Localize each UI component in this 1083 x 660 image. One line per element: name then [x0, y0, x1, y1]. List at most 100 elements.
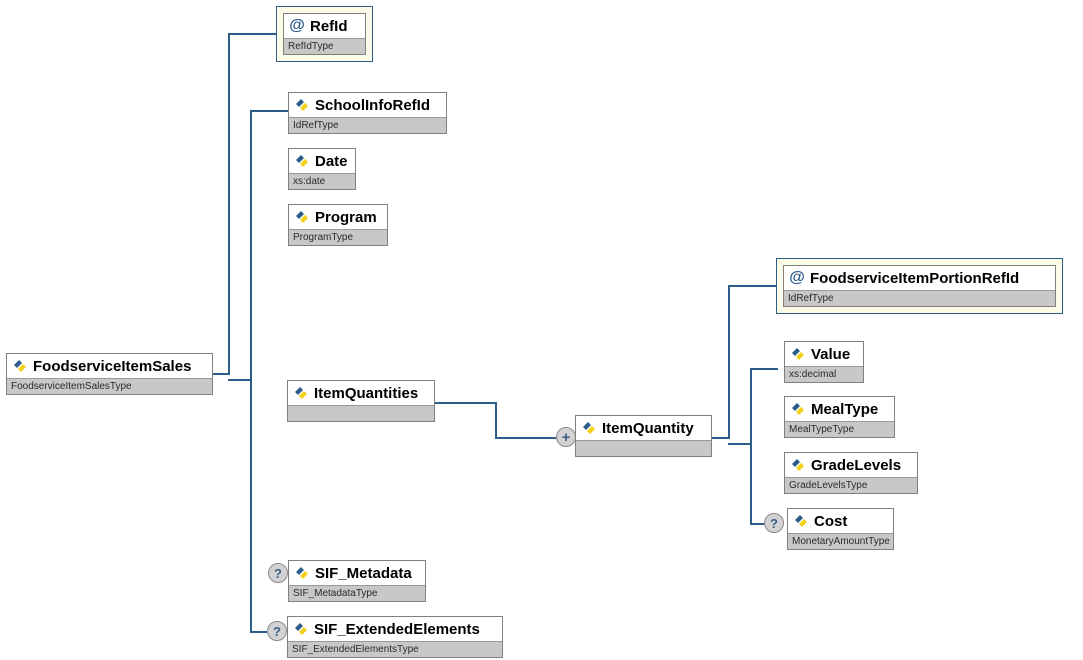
connector-elem-trunk-itemquantity: [750, 368, 752, 525]
connector-itemquantities-out: [435, 402, 497, 404]
node-type-row: [288, 405, 434, 421]
node-type-row: FoodserviceItemSalesType: [7, 378, 212, 394]
node-sif-metadata[interactable]: SIF_Metadata SIF_MetadataType: [288, 560, 426, 602]
node-type: IdRefType: [788, 293, 834, 304]
node-type: RefIdType: [288, 41, 334, 52]
at-icon: @: [289, 17, 305, 34]
node-name: ItemQuantity: [602, 419, 694, 437]
node-itemquantity[interactable]: ItemQuantity: [575, 415, 712, 457]
element-icon: [294, 153, 310, 169]
connector-value: [750, 368, 778, 370]
connector-itemquantities-drop: [495, 402, 497, 439]
node-name-row: GradeLevels: [785, 453, 917, 477]
node-type: IdRefType: [293, 120, 339, 131]
element-icon: [293, 385, 309, 401]
node-name: SIF_Metadata: [315, 564, 412, 582]
node-type: MealTypeType: [789, 424, 855, 435]
node-type-row: ProgramType: [289, 229, 387, 245]
node-name-row: SIF_ExtendedElements: [288, 617, 502, 641]
node-refid[interactable]: @ RefId RefIdType: [276, 6, 373, 62]
node-name-row: MealType: [785, 397, 894, 421]
node-name-row: Date: [289, 149, 355, 173]
node-name: Date: [315, 152, 348, 170]
node-name: SchoolInfoRefId: [315, 96, 430, 114]
element-icon: [294, 209, 310, 225]
node-schoolinforefid[interactable]: SchoolInfoRefId IdRefType: [288, 92, 447, 134]
node-type: ProgramType: [293, 232, 354, 243]
node-refid-inner: @ RefId RefIdType: [283, 13, 366, 55]
connector-cost: [750, 523, 765, 525]
node-type-row: xs:date: [289, 173, 355, 189]
connector-root-to-elem-trunk: [228, 379, 252, 381]
node-value[interactable]: Value xs:decimal: [784, 341, 864, 383]
optional-marker-label: ?: [274, 565, 282, 581]
expand-marker-itemquantity[interactable]: +: [556, 427, 576, 447]
node-type-row: SIF_MetadataType: [289, 585, 425, 601]
connector-attr-refid: [228, 33, 276, 35]
node-date[interactable]: Date xs:date: [288, 148, 356, 190]
node-foodserviceitemsales[interactable]: FoodserviceItemSales FoodserviceItemSale…: [6, 353, 213, 395]
element-icon: [793, 513, 809, 529]
node-name: Program: [315, 208, 377, 226]
node-name-row: Cost: [788, 509, 893, 533]
optional-marker-sif-metadata[interactable]: ?: [268, 563, 288, 583]
node-name-row: Value: [785, 342, 863, 366]
node-name: SIF_ExtendedElements: [314, 620, 480, 638]
node-program[interactable]: Program ProgramType: [288, 204, 388, 246]
element-icon: [294, 97, 310, 113]
node-name-row: ItemQuantity: [576, 416, 711, 440]
expand-marker-label: +: [561, 428, 571, 446]
node-type: GradeLevelsType: [789, 480, 868, 491]
node-type-row: IdRefType: [784, 290, 1055, 306]
node-name: FoodserviceItemSales: [33, 357, 192, 375]
element-icon: [790, 346, 806, 362]
connector-sif-extendedelements: [250, 631, 267, 633]
connector-attr-trunk-itemquantity: [728, 285, 730, 439]
node-type-row: MonetaryAmountType: [788, 533, 893, 549]
node-type: xs:decimal: [789, 369, 837, 380]
element-icon: [581, 420, 597, 436]
node-name: RefId: [310, 17, 348, 35]
element-icon: [294, 565, 310, 581]
connector-itemquantity-stub: [712, 437, 730, 439]
connector-attr-trunk-root: [228, 33, 230, 375]
node-mealtype[interactable]: MealType MealTypeType: [784, 396, 895, 438]
node-type-row: MealTypeType: [785, 421, 894, 437]
node-type-row: xs:decimal: [785, 366, 863, 382]
connector-itemquantity-in: [495, 437, 557, 439]
node-name-row: @ RefId: [284, 14, 365, 38]
node-sif-extendedelements[interactable]: SIF_ExtendedElements SIF_ExtendedElement…: [287, 616, 503, 658]
element-icon: [12, 358, 28, 374]
optional-marker-cost[interactable]: ?: [764, 513, 784, 533]
optional-marker-sif-extendedelements[interactable]: ?: [267, 621, 287, 641]
at-icon: @: [789, 269, 805, 286]
element-icon: [293, 621, 309, 637]
node-name: ItemQuantities: [314, 384, 419, 402]
node-type-row: [576, 440, 711, 456]
node-itemquantities[interactable]: ItemQuantities: [287, 380, 435, 422]
optional-marker-label: ?: [273, 623, 281, 639]
node-cost[interactable]: Cost MonetaryAmountType: [787, 508, 894, 550]
node-name: FoodserviceItemPortionRefId: [810, 269, 1020, 287]
node-name-row: SIF_Metadata: [289, 561, 425, 585]
node-type: MonetaryAmountType: [792, 536, 890, 547]
node-type-row: IdRefType: [289, 117, 446, 133]
node-name: MealType: [811, 400, 879, 418]
node-name-row: @ FoodserviceItemPortionRefId: [784, 266, 1055, 290]
node-type: SIF_ExtendedElementsType: [292, 644, 419, 655]
connector-foodserviceitemportionrefid: [728, 285, 776, 287]
node-name-row: ItemQuantities: [288, 381, 434, 405]
node-name-row: Program: [289, 205, 387, 229]
node-foodserviceitemportionrefid[interactable]: @ FoodserviceItemPortionRefId IdRefType: [776, 258, 1063, 314]
node-gradelevels[interactable]: GradeLevels GradeLevelsType: [784, 452, 918, 494]
node-foodserviceitemportionrefid-inner: @ FoodserviceItemPortionRefId IdRefType: [783, 265, 1056, 307]
optional-marker-label: ?: [770, 515, 778, 531]
connector-itemquantity-to-elem-trunk: [728, 443, 752, 445]
element-icon: [790, 457, 806, 473]
node-type: SIF_MetadataType: [293, 588, 378, 599]
node-name-row: SchoolInfoRefId: [289, 93, 446, 117]
node-name: GradeLevels: [811, 456, 902, 474]
node-type: FoodserviceItemSalesType: [11, 381, 132, 392]
connector-schoolinforefid: [250, 110, 288, 112]
